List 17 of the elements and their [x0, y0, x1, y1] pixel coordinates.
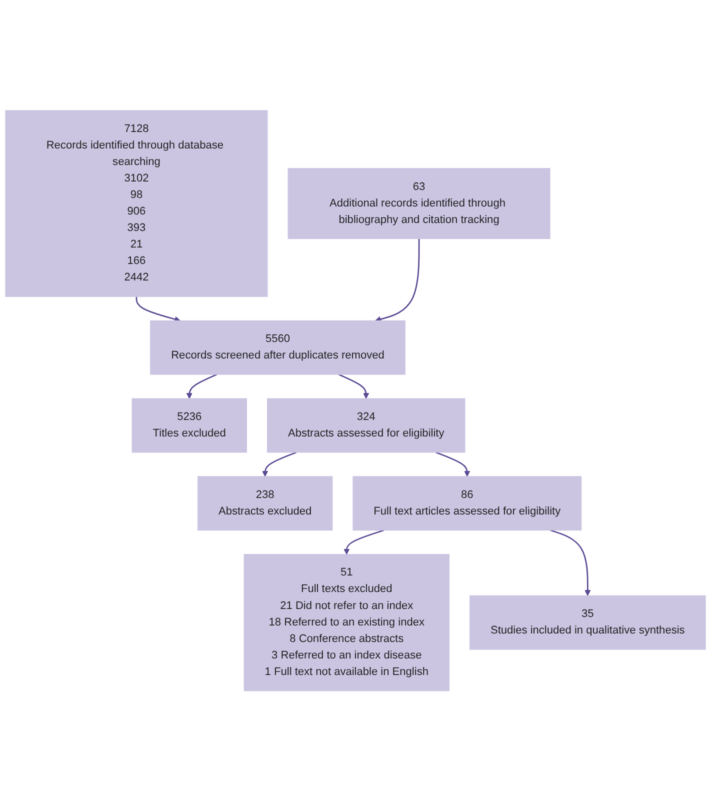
node-box: 7128 Records identified through database searching 3102 98 906 393 21 166 2442 — [5, 110, 268, 298]
node-box: 51 Full texts excluded 21 Did not refer to an index 18 Referred to an existing index 8 Conference abstracts 3 Referred to an index disease 1 Full text not available in English — [244, 554, 450, 692]
arrow — [136, 296, 180, 323]
node-box: 5560 Records screened after duplicates removed — [150, 320, 406, 376]
node-box: 35 Studies included in qualitative synthesis — [469, 596, 706, 650]
arrow — [262, 452, 297, 478]
arrow — [344, 530, 384, 555]
node-box: 63 Additional records identified through bibliography and citation tracking — [288, 168, 550, 240]
arrow — [550, 530, 591, 596]
arrow — [186, 374, 218, 400]
node-box: 238 Abstracts excluded — [197, 476, 333, 531]
node-box: 324 Abstracts assessed for eligibility — [266, 398, 466, 454]
arrow — [338, 374, 370, 400]
node-box: 5236 Titles excluded — [132, 398, 247, 454]
node-box: 86 Full text articles assessed for eligibility — [352, 476, 582, 531]
arrow — [436, 452, 470, 478]
arrow — [375, 239, 420, 323]
